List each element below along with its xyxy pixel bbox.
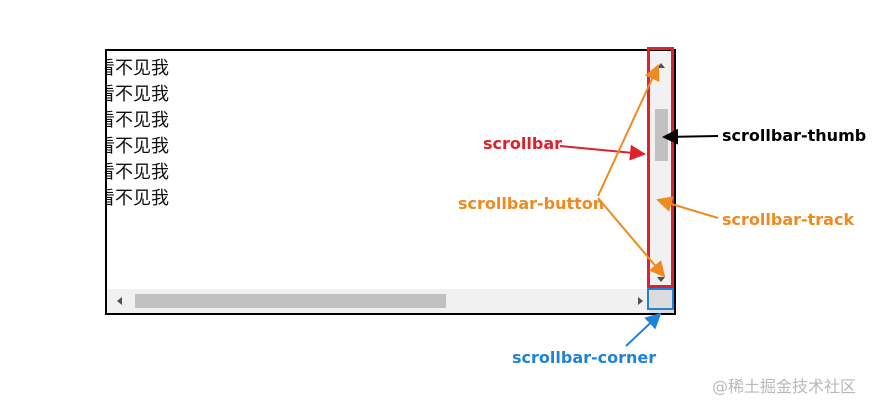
- label-scrollbar: scrollbar: [483, 134, 562, 153]
- scroll-up-arrow-icon[interactable]: [657, 63, 665, 68]
- text-line: 看不见我: [107, 188, 169, 209]
- arrow-scrollbar: [559, 144, 646, 161]
- scroll-right-arrow-icon[interactable]: [638, 297, 643, 305]
- horizontal-scrollbar-track[interactable]: [107, 289, 649, 313]
- label-scrollbar-corner: scrollbar-corner: [512, 348, 657, 367]
- scroll-container[interactable]: 看不见我 看不见我 看不见我 看不见我 看不见我 看不见我: [105, 49, 676, 315]
- label-scrollbar-track: scrollbar-track: [722, 210, 855, 229]
- text-line: 看不见我: [107, 136, 169, 157]
- arrow-button-down: [597, 197, 666, 278]
- scroll-down-arrow-icon[interactable]: [657, 277, 665, 282]
- scroll-content: 看不见我 看不见我 看不见我 看不见我 看不见我 看不见我: [107, 51, 649, 289]
- vertical-scrollbar-track[interactable]: [649, 51, 674, 289]
- horizontal-scrollbar-thumb[interactable]: [135, 294, 446, 308]
- label-scrollbar-thumb: scrollbar-thumb: [722, 126, 867, 145]
- corner-highlight: [647, 288, 674, 310]
- arrow-corner: [625, 312, 662, 347]
- vertical-scrollbar-thumb[interactable]: [655, 109, 668, 161]
- text-line: 看不见我: [107, 110, 169, 131]
- watermark: @稀土掘金技术社区: [712, 377, 857, 396]
- arrow-track: [656, 196, 719, 219]
- text-line: 看不见我: [107, 84, 169, 105]
- text-line: 看不见我: [107, 58, 169, 79]
- arrow-thumb: [662, 128, 719, 145]
- text-line: 看不见我: [107, 162, 169, 183]
- label-scrollbar-button: scrollbar-button: [458, 194, 605, 213]
- scroll-left-arrow-icon[interactable]: [117, 297, 122, 305]
- arrow-button-up: [597, 64, 660, 197]
- scrollbar-highlight: [647, 47, 674, 288]
